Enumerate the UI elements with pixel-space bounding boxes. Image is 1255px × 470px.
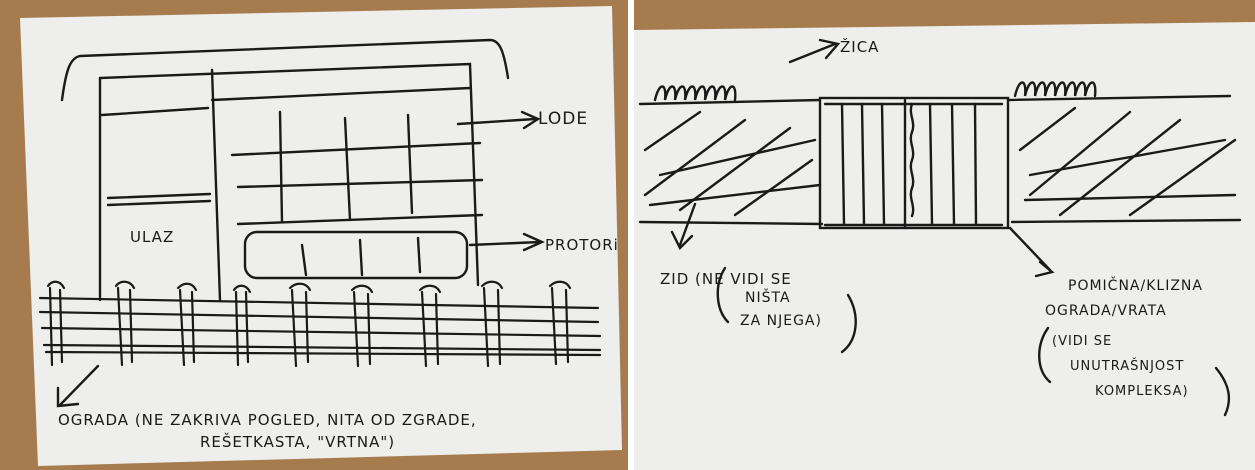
- label-zid-3: ZA NJEGA): [740, 313, 822, 329]
- label-pomicna-2: OGRADA/VRATA: [1045, 303, 1167, 319]
- label-lode: LODE: [538, 109, 588, 129]
- label-pomicna-5: KOMPLEKSA): [1095, 384, 1189, 399]
- left-photo: LODE ULAZ PROTORi OGRADA (NE ZAKRIVA POG…: [0, 0, 628, 470]
- paper-sheet-left: [20, 6, 622, 466]
- label-pomicna-3: (VIDI SE: [1052, 334, 1112, 349]
- label-pomicna-4: UNUTRAŠNJOST: [1070, 358, 1184, 374]
- label-ograda-1: OGRADA (NE ZAKRIVA POGLED, NITA OD ZGRAD…: [58, 411, 477, 429]
- label-prostori: PROTORi: [545, 236, 619, 254]
- label-ograda-2: REŠETKASTA, "VRTNA"): [200, 432, 395, 451]
- label-zid-1: ZID (NE VIDI SE: [660, 270, 792, 288]
- label-zid-2: NIŠTA: [745, 288, 791, 306]
- label-zica: ŽICA: [840, 37, 879, 56]
- right-photo: ŽICA ZID (NE VIDI SE NIŠTA ZA NJEGA) POM…: [634, 0, 1255, 470]
- label-pomicna-1: POMIČNA/KLIZNA: [1068, 276, 1203, 294]
- photo-divider: [628, 0, 634, 470]
- paper-sheet-right: [634, 22, 1255, 470]
- label-ulaz: ULAZ: [130, 228, 174, 246]
